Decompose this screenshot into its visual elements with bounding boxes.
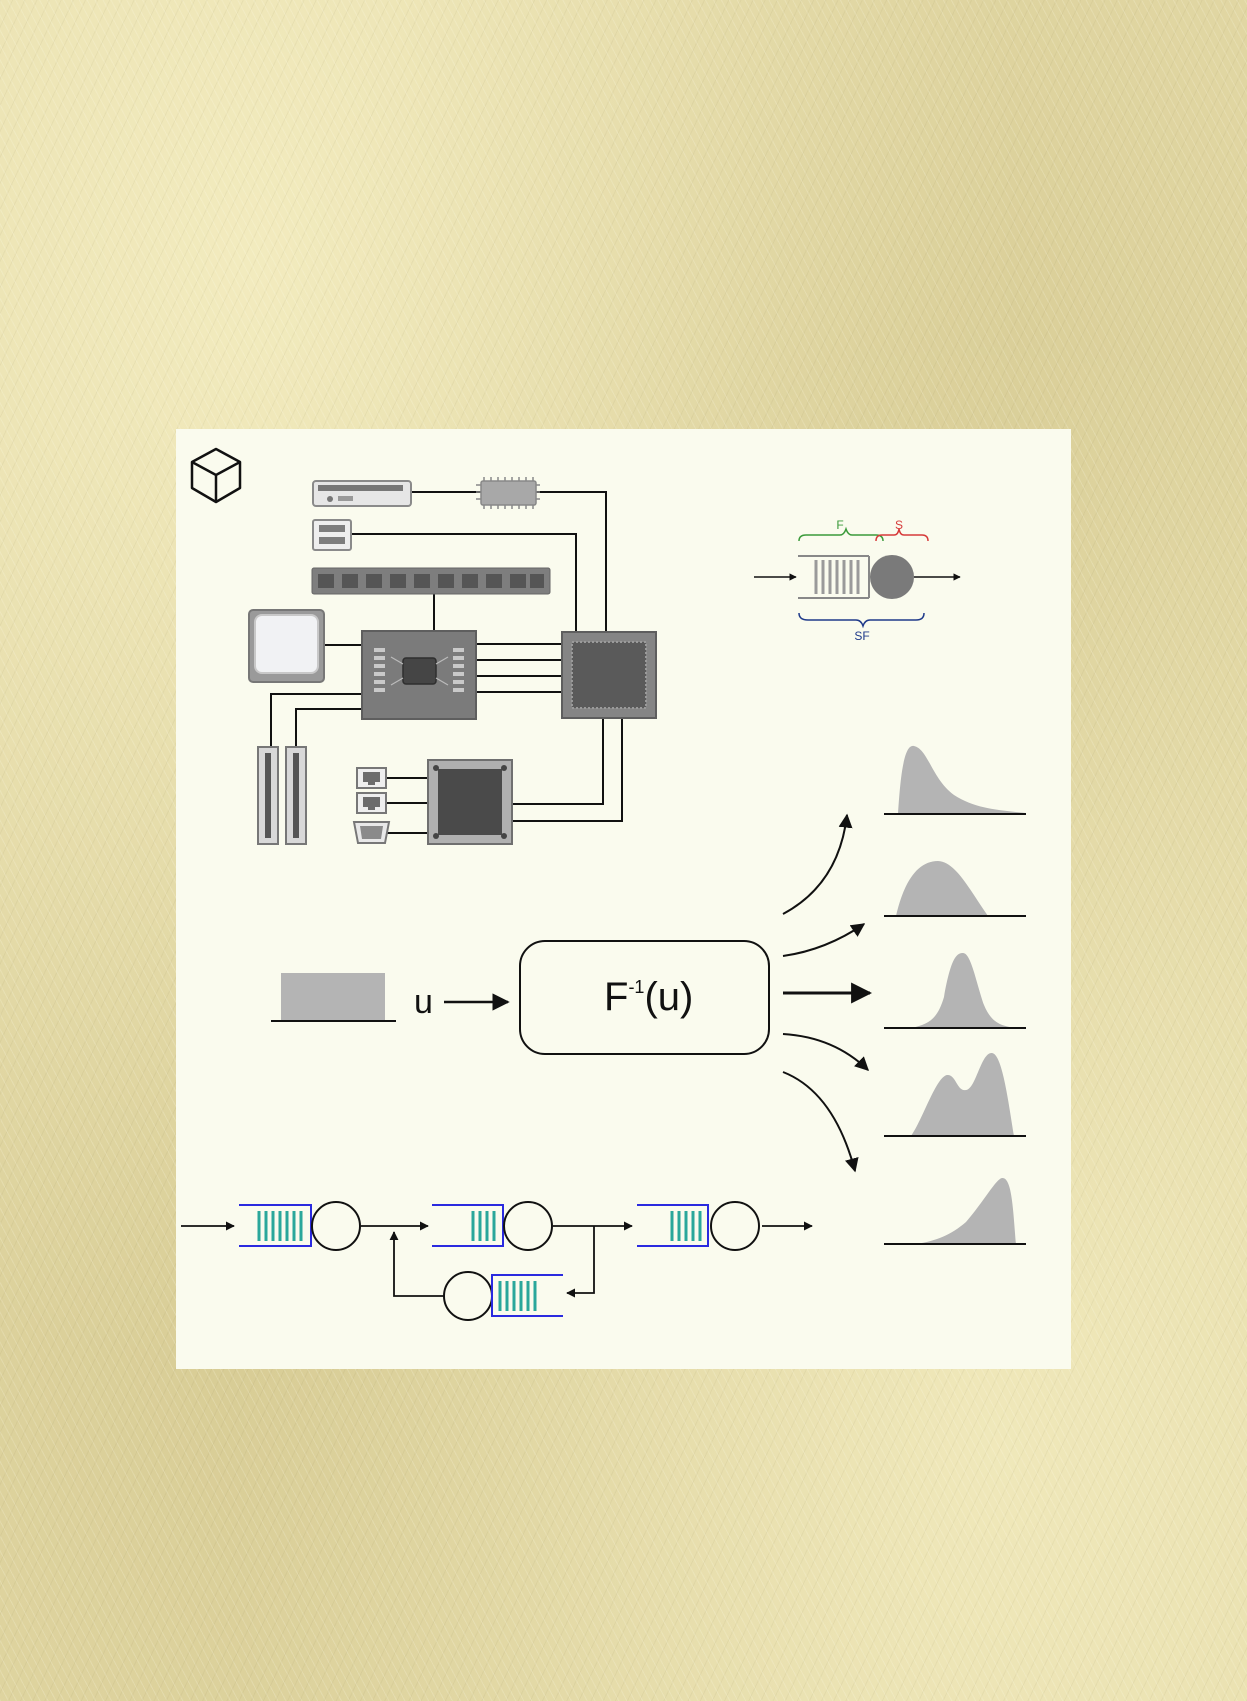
distribution-right-skewed [884,746,1026,814]
vga-port-icon [354,822,389,843]
usb-ports-icon [313,520,351,550]
diagram-panel: F S SF u F-1(u) [176,429,1071,1369]
output-distributions [884,746,1026,1244]
southbridge-chip-icon [562,632,656,718]
distribution-peaked [884,953,1026,1028]
distribution-bell [884,861,1026,916]
cube-icon [192,449,240,502]
distribution-left-skewed [884,1178,1026,1244]
queue-buffer [798,556,869,598]
queueing-network-diagram [181,1202,812,1320]
label-f: F [836,518,843,532]
queue-node-1 [239,1202,360,1250]
output-arrows [783,815,870,1171]
queue-node-2 [432,1202,552,1250]
io-controller-chip-icon [428,760,512,844]
uniform-distribution [271,973,396,1021]
inverse-cdf-label: F-1(u) [604,975,693,1019]
queue-node-3 [637,1202,759,1250]
northbridge-chip-icon [362,631,476,719]
optical-drive-icon [313,481,411,506]
chip-icon [476,477,540,509]
queue-server [870,555,914,599]
single-queue-diagram: F S SF [754,518,960,643]
diagram-canvas: F S SF u F-1(u) [176,429,1071,1369]
distribution-bimodal [884,1053,1026,1136]
brace-sf [799,613,924,626]
ethernet-port-icon [357,768,386,813]
label-sf: SF [854,629,869,643]
label-s: S [895,518,903,532]
cpu-icon [249,610,324,682]
queue-node-feedback [444,1272,563,1320]
ram-module-icon [312,568,550,594]
u-label: u [414,983,433,1021]
inverse-transform-diagram: u F-1(u) [271,746,1026,1244]
network-arrows [181,1226,812,1296]
pci-slot-icon [258,747,306,844]
